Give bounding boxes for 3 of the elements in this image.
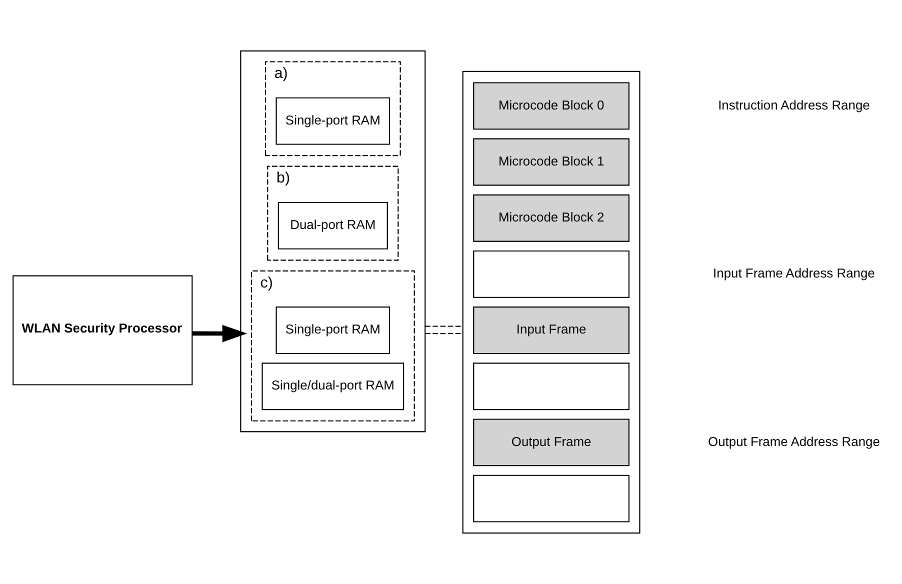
label: Input Frame Address Range (713, 266, 875, 281)
label: Output Frame Address Range (708, 434, 880, 449)
label: Instruction Address Range (718, 97, 870, 112)
